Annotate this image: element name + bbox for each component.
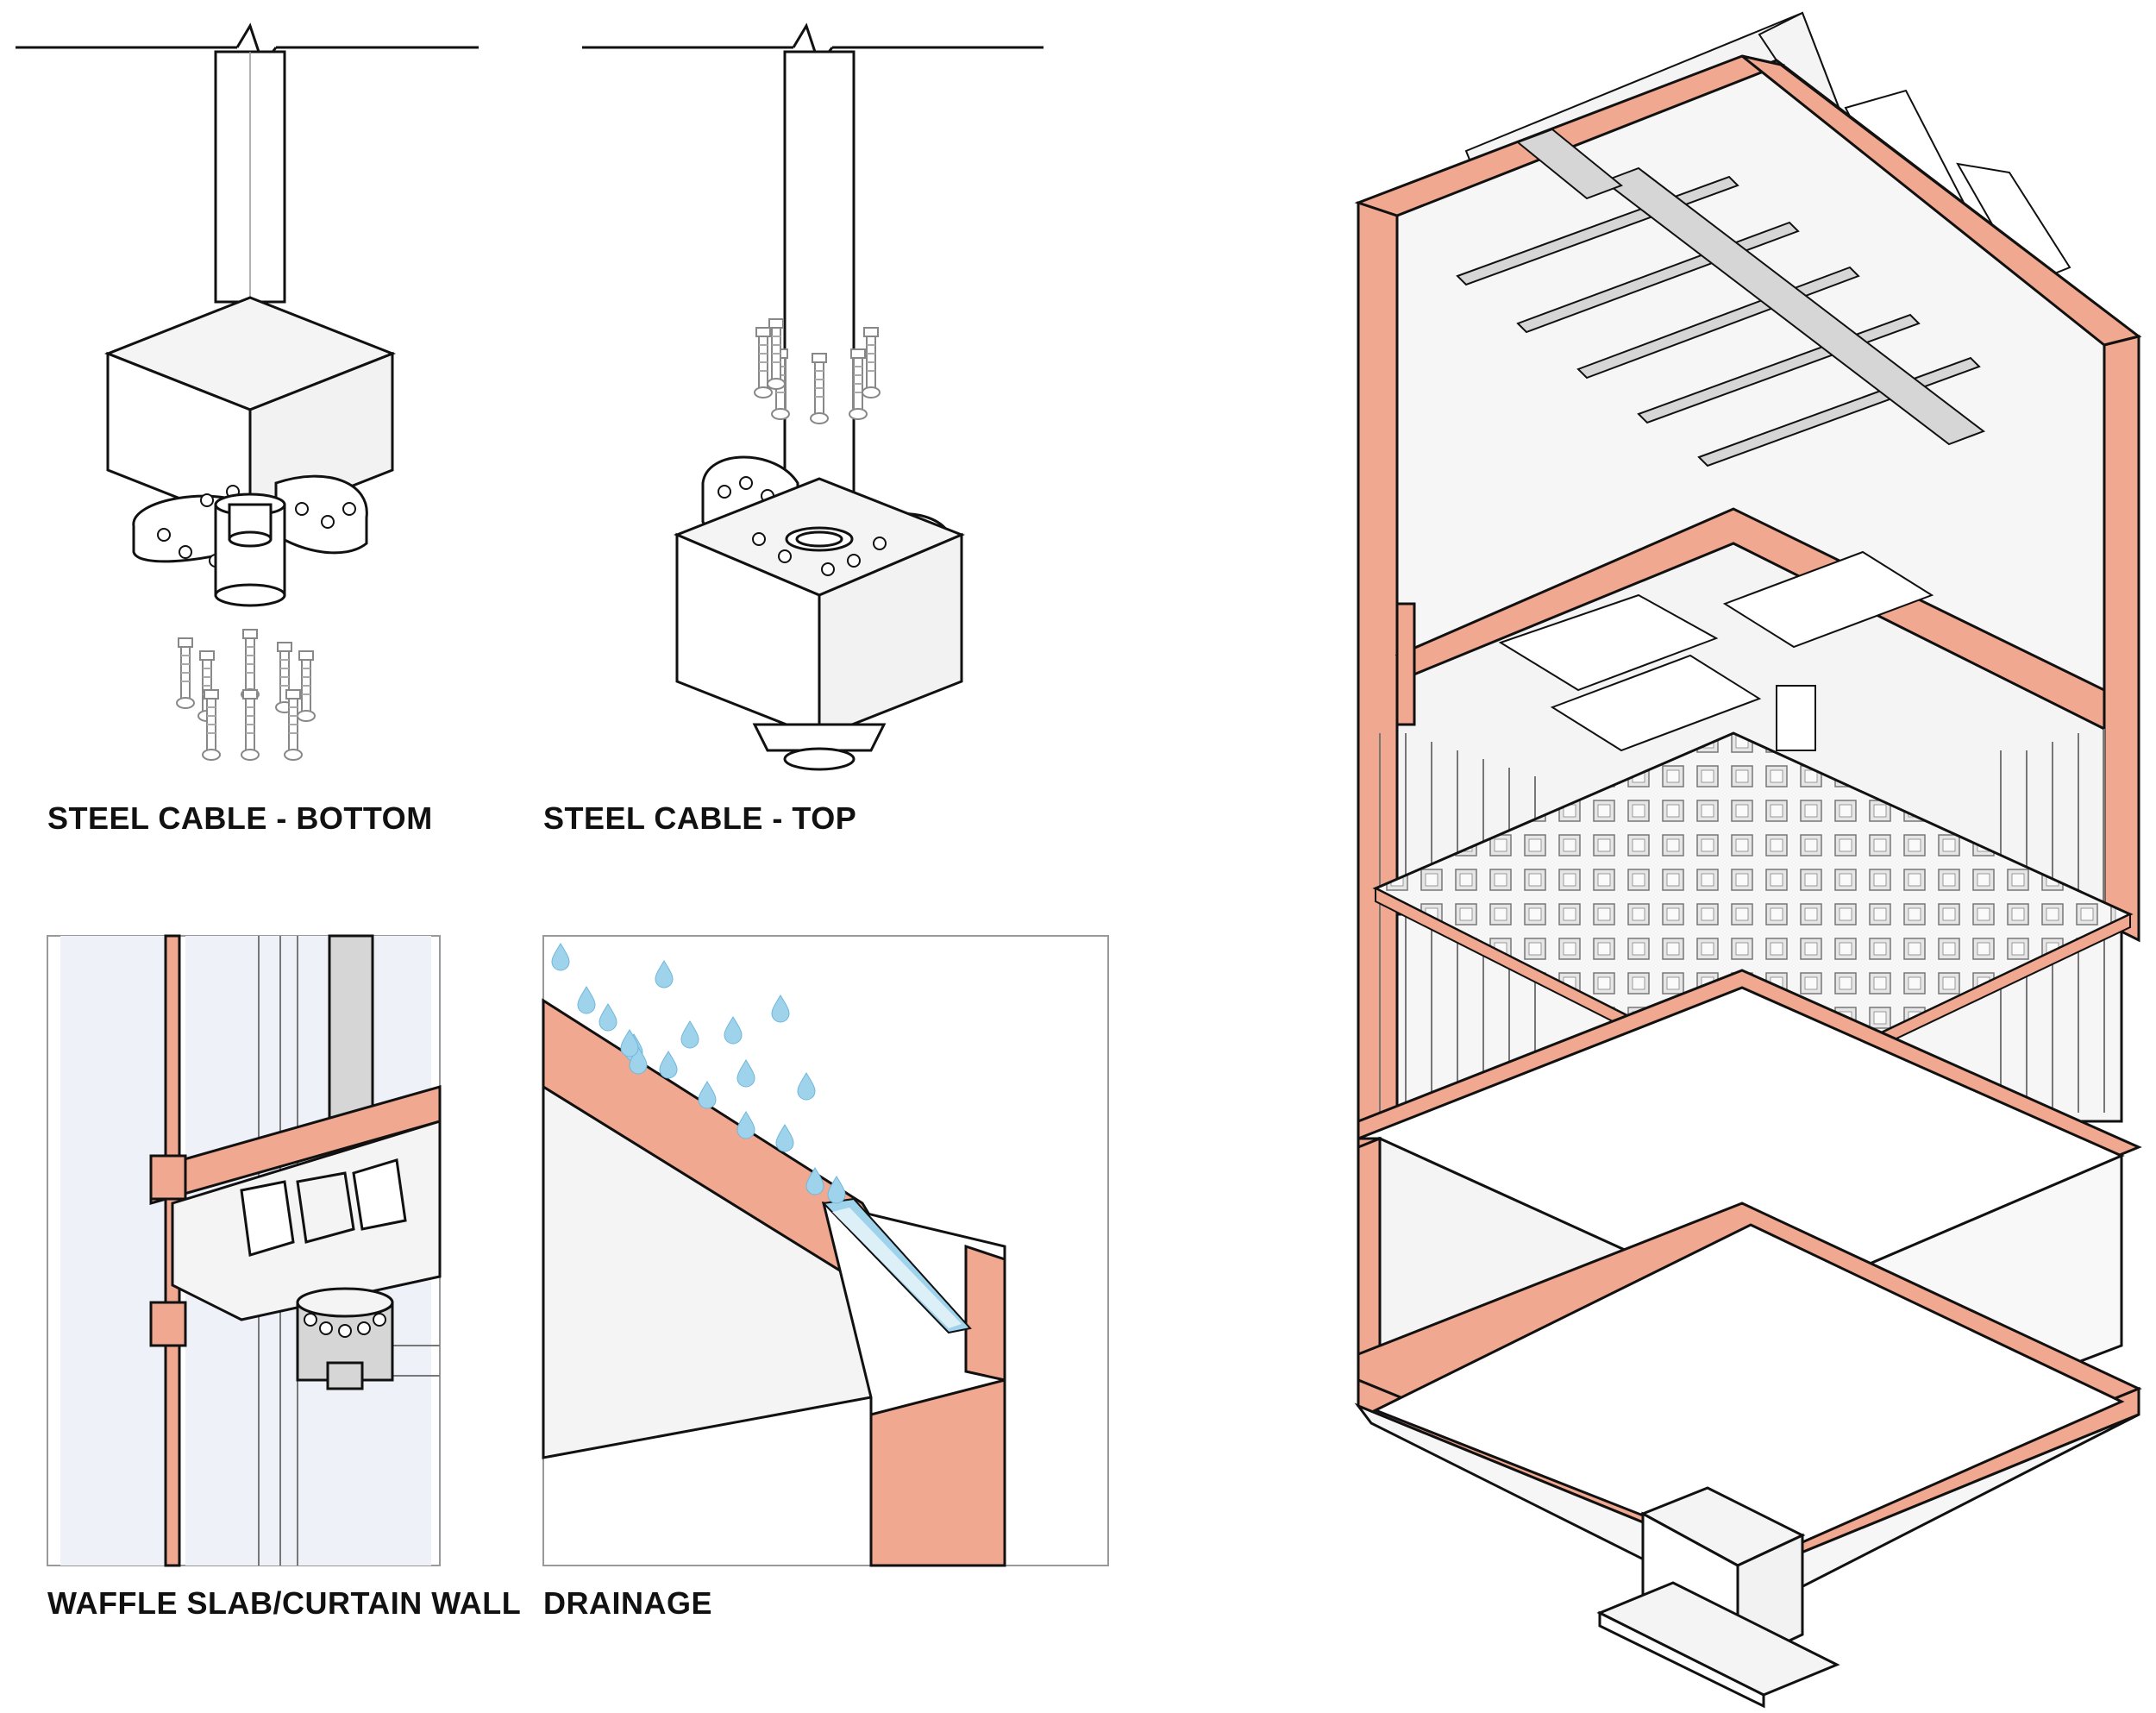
caption-steel-cable-top: STEEL CABLE - TOP (543, 800, 857, 836)
caption-waffle-slab-curtain-wall: WAFFLE SLAB/CURTAIN WALL (47, 1585, 522, 1621)
drainage-detail (542, 935, 1109, 1567)
building-axonometric (1354, 11, 2142, 1709)
waffle-slab-detail (47, 934, 442, 1567)
caption-steel-cable-bottom: STEEL CABLE - BOTTOM (47, 800, 433, 836)
caption-drainage: DRAINAGE (543, 1585, 713, 1621)
cable-top-drawing (582, 22, 1044, 771)
cable-bottom-drawing (16, 22, 479, 761)
